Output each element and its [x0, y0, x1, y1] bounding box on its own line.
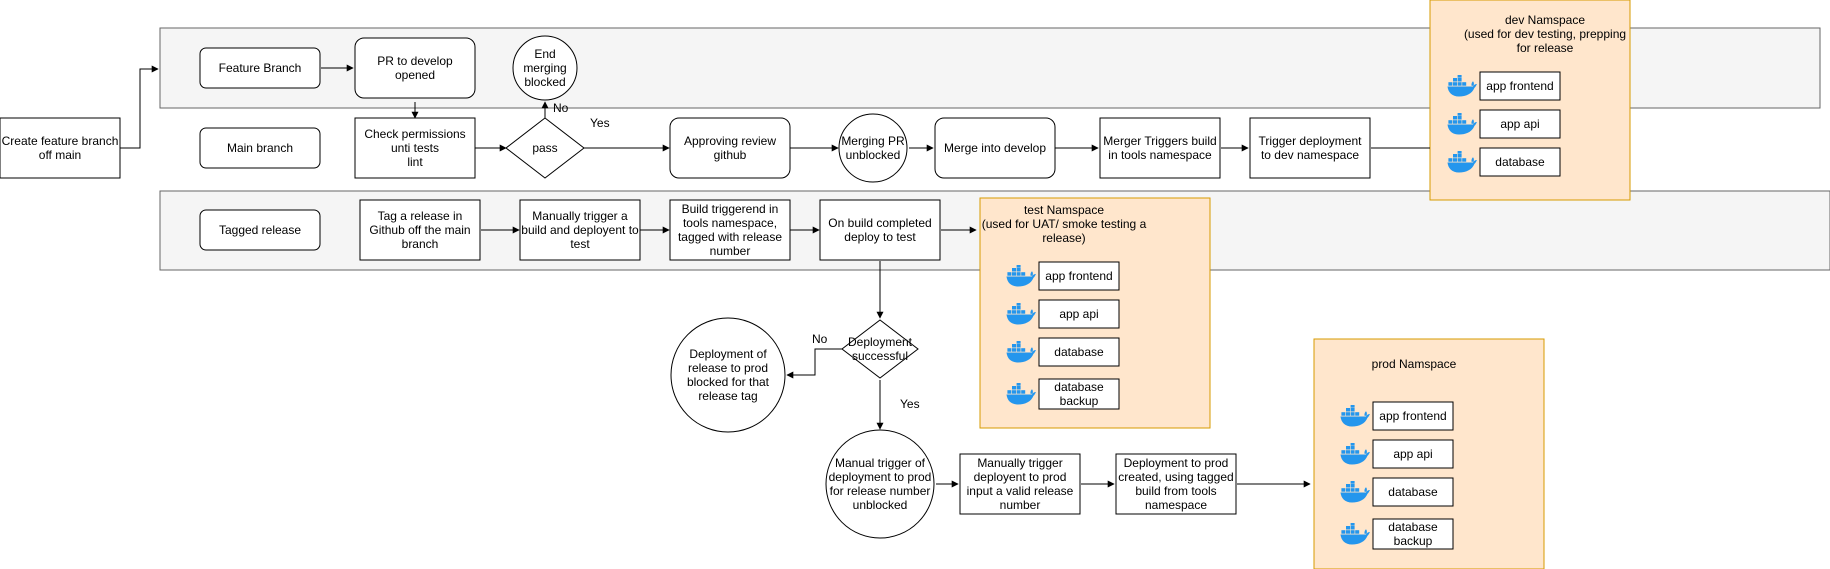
dev-service-app-api: app api: [1447, 109, 1561, 139]
lane-label-tagged: Tagged release: [199, 209, 321, 251]
service-label: database: [1054, 345, 1104, 359]
service-label: app api: [1393, 447, 1432, 461]
prod-namespace-title: prod Namspace: [1372, 357, 1457, 371]
merge-into-develop-node: Merge into develop: [934, 117, 1056, 179]
pass-decision-node: pass: [505, 117, 585, 179]
test-service-database: database: [1006, 337, 1120, 367]
prod-service-app-frontend: app frontend: [1340, 401, 1454, 431]
service-label: app frontend: [1045, 269, 1112, 283]
svg-text:Feature Branch: Feature Branch: [219, 61, 302, 75]
lane-label-main: Main branch: [199, 127, 321, 169]
test-service-app-api: app api: [1006, 299, 1120, 329]
svg-text:Merge into develop: Merge into develop: [944, 141, 1046, 155]
test-namespace-title: test Namspace(used for UAT/ smoke testin…: [982, 203, 1147, 245]
namespace-services: app frontend app api database app frontend a…: [1006, 71, 1561, 550]
prod-service-database: database: [1340, 477, 1454, 507]
test-service-app-frontend: app frontend: [1006, 261, 1120, 291]
svg-text:Main branch: Main branch: [227, 141, 293, 155]
deploy-yes-label: Yes: [900, 397, 920, 411]
service-label: app frontend: [1486, 79, 1553, 93]
dev-namespace-title: dev Namspace(used for dev testing, prepp…: [1464, 13, 1626, 55]
service-label: app api: [1500, 117, 1539, 131]
pass-no-label: No: [553, 101, 569, 115]
prod-service-app-api: app api: [1340, 439, 1454, 469]
svg-text:pass: pass: [532, 141, 557, 155]
lane-label-feature: Feature Branch: [199, 47, 321, 89]
svg-text:Tagged release: Tagged release: [219, 223, 301, 237]
service-label: app api: [1059, 307, 1098, 321]
dev-service-app-frontend: app frontend: [1447, 71, 1561, 101]
dev-service-database: database: [1447, 147, 1561, 177]
service-label: database: [1388, 485, 1438, 499]
pass-yes-label: Yes: [590, 116, 610, 130]
edges: [120, 64, 1430, 488]
service-label: app frontend: [1379, 409, 1446, 423]
deploy-no-label: No: [812, 332, 828, 346]
service-label: database: [1495, 155, 1545, 169]
